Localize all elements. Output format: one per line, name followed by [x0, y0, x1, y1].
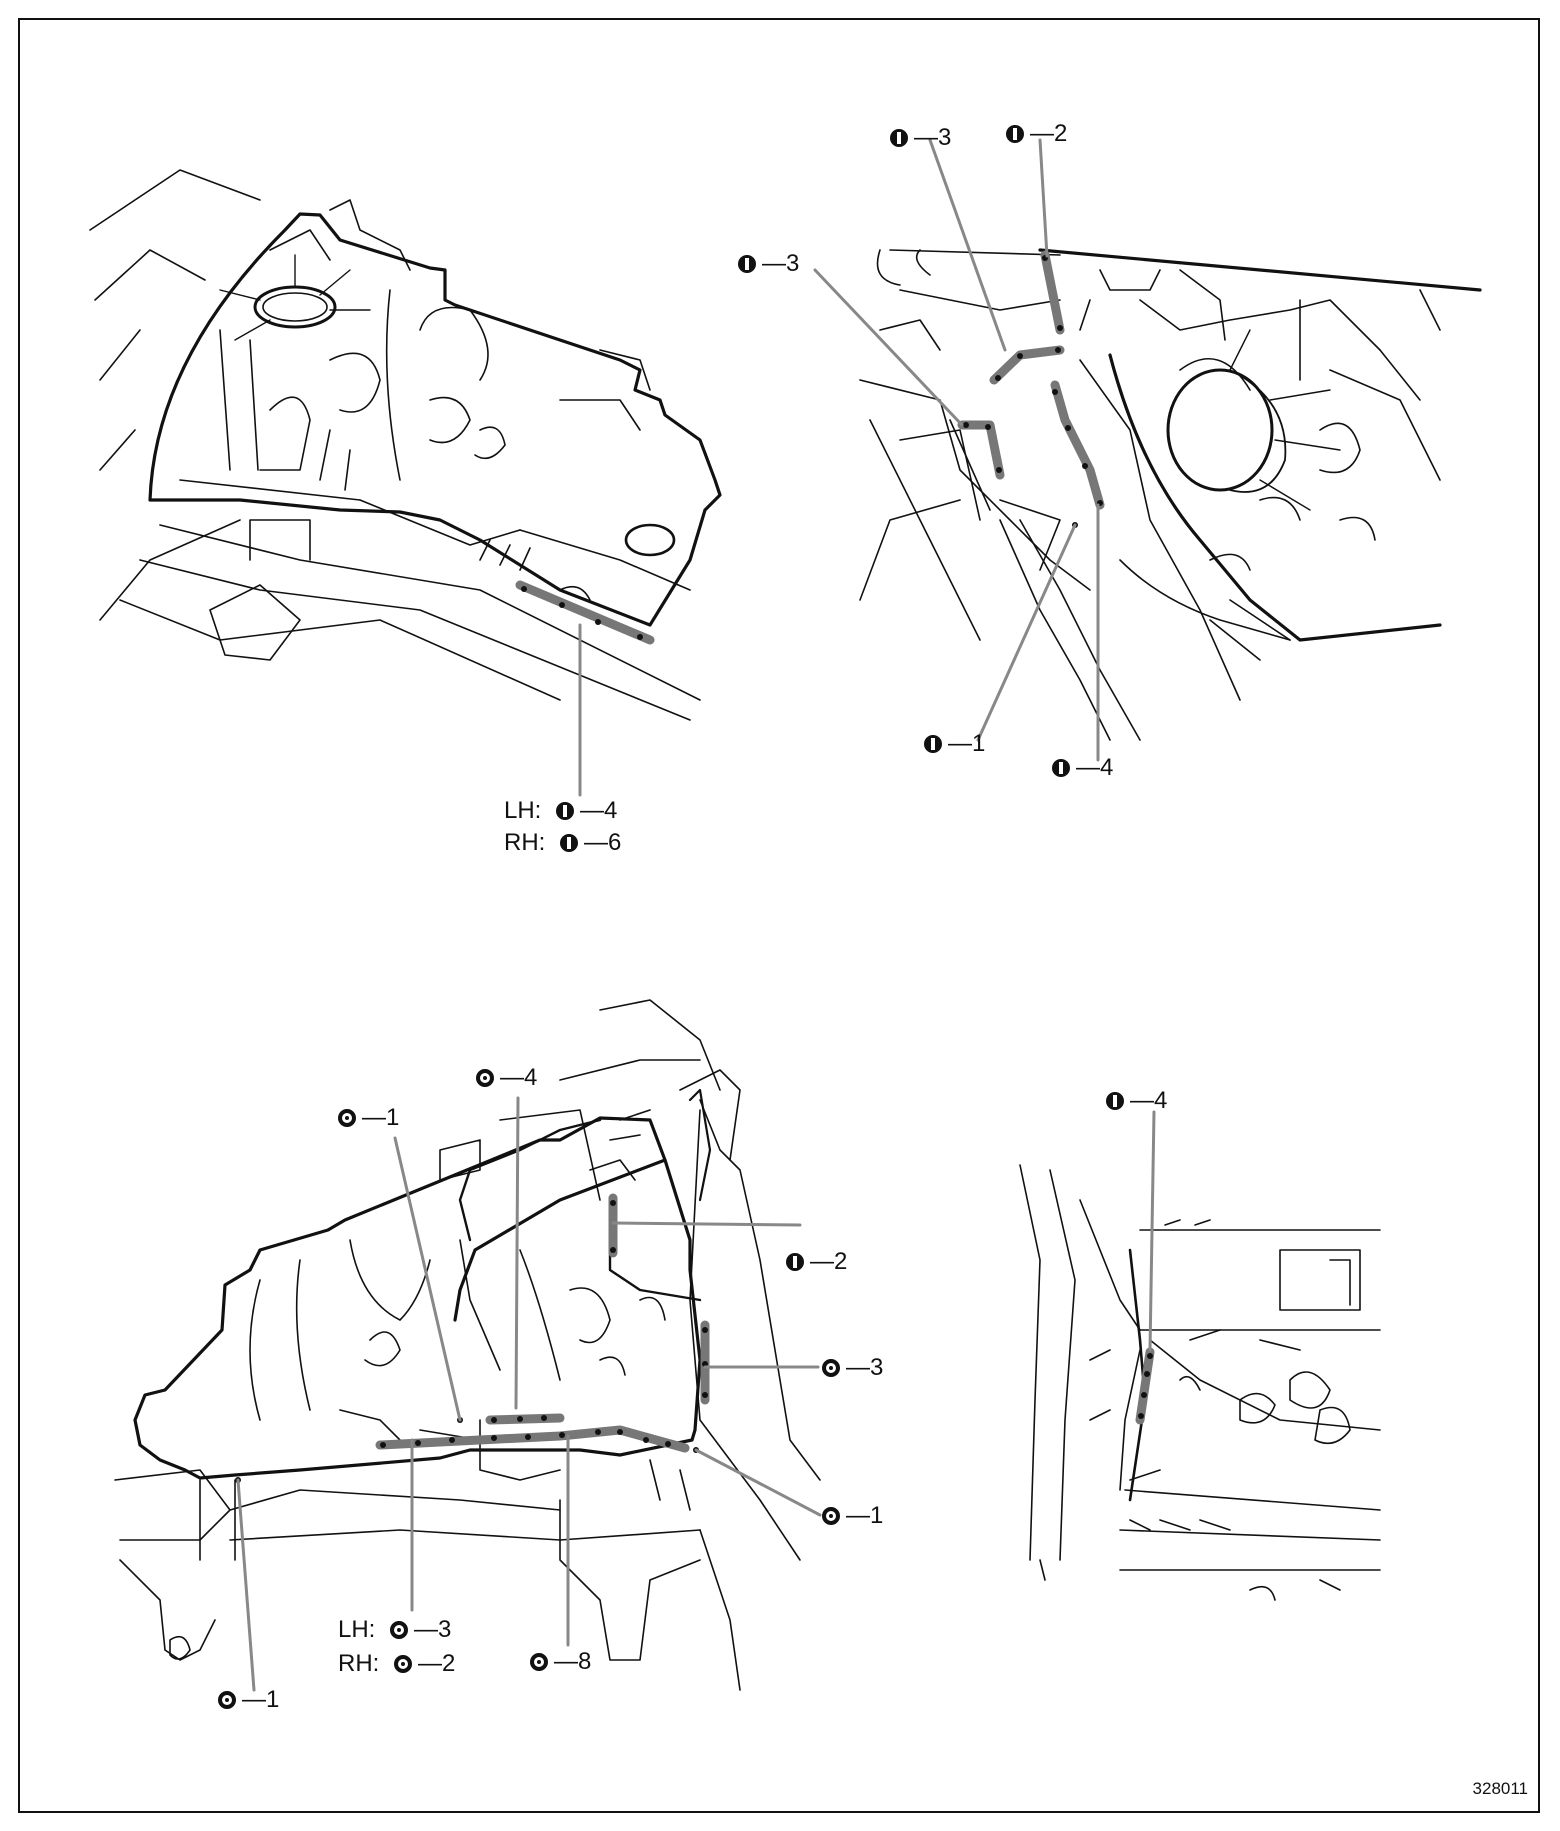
solid-i-symbol-icon [786, 1252, 804, 1271]
view-bottom-left [114, 999, 822, 1692]
callout-bl-1a: —1 [338, 1104, 399, 1131]
callout-tr-3b: —3 [738, 250, 799, 277]
view-top-right [813, 138, 1482, 762]
callout-bl-1b: —1 [822, 1502, 883, 1529]
callout-tr-1: —1 [924, 730, 985, 757]
callout-bl-1c: —1 [218, 1686, 279, 1713]
callout-bl-lh: LH: —3 [338, 1615, 452, 1643]
ring-dot-symbol-icon [394, 1654, 413, 1673]
ring-dot-symbol-icon [390, 1620, 409, 1639]
ring-dot-symbol-icon [530, 1652, 548, 1671]
view-bottom-right [1019, 1110, 1381, 1601]
solid-i-symbol-icon [556, 801, 575, 820]
diagram-frame [18, 18, 1540, 1813]
ring-dot-symbol-icon [822, 1358, 840, 1377]
callout-br-4: —4 [1106, 1087, 1167, 1114]
solid-i-symbol-icon [890, 128, 908, 147]
callout-bl-3: —3 [822, 1354, 883, 1381]
callout-tl-lh: LH: —4 [504, 796, 618, 824]
callout-tr-2: —2 [1006, 120, 1067, 147]
callout-tr-3a: —3 [890, 124, 951, 151]
solid-i-symbol-icon [1006, 124, 1024, 143]
solid-i-symbol-icon [924, 734, 942, 753]
callout-bl-rh: RH: —2 [338, 1649, 456, 1677]
solid-i-symbol-icon [560, 833, 579, 852]
solid-i-symbol-icon [738, 254, 756, 273]
solid-i-symbol-icon [1106, 1091, 1124, 1110]
ring-dot-symbol-icon [822, 1506, 840, 1525]
callout-tr-4: —4 [1052, 754, 1113, 781]
callout-bl-2: —2 [786, 1248, 847, 1275]
ring-dot-symbol-icon [218, 1690, 236, 1709]
ring-dot-symbol-icon [476, 1068, 494, 1087]
figure-id: 328011 [1472, 1779, 1528, 1798]
callout-bl-4: —4 [476, 1064, 537, 1091]
callout-tl-rh: RH: —6 [504, 828, 622, 856]
ring-dot-symbol-icon [338, 1108, 356, 1127]
view-top-left [89, 169, 722, 797]
solid-i-symbol-icon [1052, 758, 1070, 777]
callout-bl-8: —8 [530, 1648, 591, 1675]
